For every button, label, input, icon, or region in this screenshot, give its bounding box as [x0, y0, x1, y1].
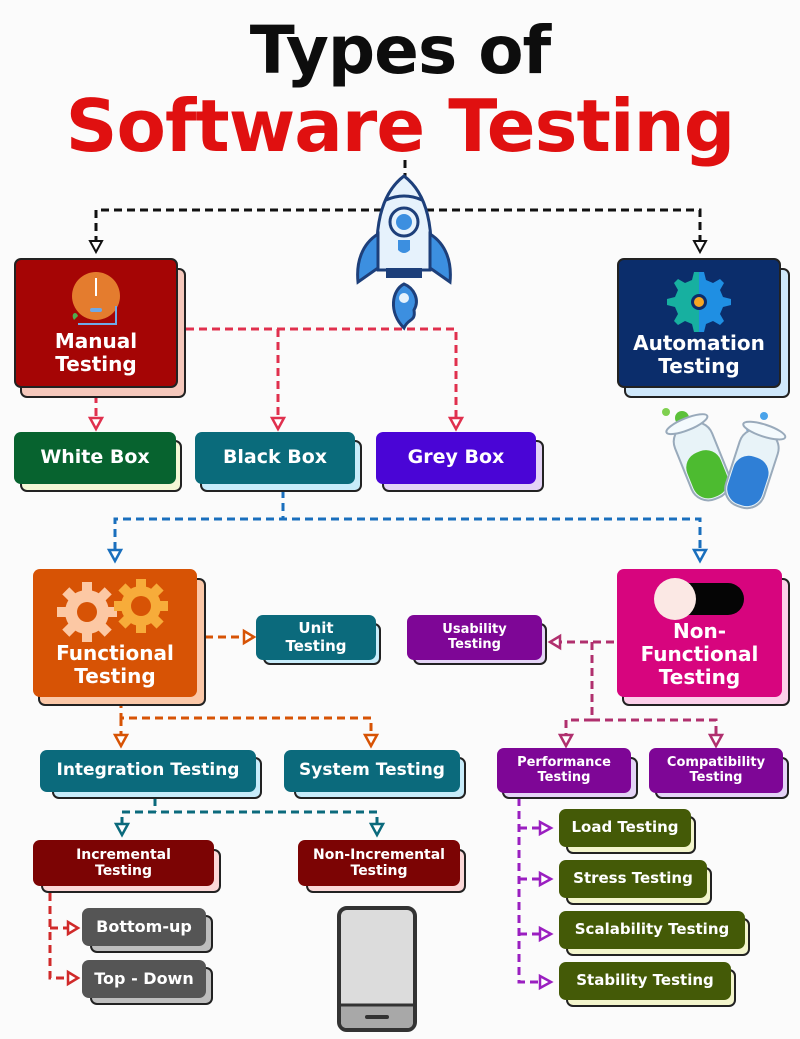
manual-testing-node[interactable]: Manual Testing: [14, 258, 178, 388]
system-label: System Testing: [299, 760, 445, 781]
grey-box-node[interactable]: Grey Box: [376, 432, 536, 484]
stability-testing-node[interactable]: Stability Testing: [559, 962, 731, 1000]
arrow-to-manual: [88, 240, 104, 255]
arrow-to-automation: [692, 240, 708, 255]
title-line-1: Types of: [249, 12, 552, 89]
incremental-testing-node[interactable]: Incremental Testing: [33, 840, 214, 886]
non-functional-line-3: Testing: [658, 664, 741, 689]
load-label: Load Testing: [571, 818, 679, 837]
performance-line-2: Testing: [537, 769, 591, 785]
gears-icon: [57, 579, 168, 642]
automation-testing-node[interactable]: Automation Testing: [617, 258, 781, 388]
title-line-2: Software Testing: [65, 84, 736, 168]
phone-icon: [337, 906, 417, 1032]
compatibility-testing-node[interactable]: Compatibility Testing: [649, 748, 783, 793]
black-box-node[interactable]: Black Box: [195, 432, 355, 484]
top-down-node[interactable]: Top - Down: [82, 960, 206, 998]
functional-line-1: Functional: [56, 641, 174, 665]
white-box-node[interactable]: White Box: [14, 432, 176, 484]
performance-testing-node[interactable]: Performance Testing: [497, 748, 631, 793]
clock-icon: [72, 272, 120, 325]
automation-line-2: Testing: [658, 354, 740, 378]
toggle-icon: [653, 577, 744, 620]
incremental-line-2: Testing: [95, 863, 152, 879]
integration-label: Integration Testing: [56, 760, 240, 781]
non-functional-testing-node[interactable]: Non- Functional Testing: [617, 569, 782, 697]
functional-testing-node[interactable]: Functional Testing: [33, 569, 197, 697]
load-testing-node[interactable]: Load Testing: [559, 809, 691, 847]
rocket-icon: [356, 174, 452, 331]
manual-line-1: Manual: [54, 329, 138, 353]
bottom-up-node[interactable]: Bottom-up: [82, 908, 206, 946]
bottom-up-label: Bottom-up: [96, 916, 192, 936]
usability-line-1: Usability: [442, 621, 507, 637]
scalability-label: Scalability Testing: [574, 920, 730, 939]
stability-label: Stability Testing: [576, 971, 714, 990]
non-functional-line-1: Non-: [672, 618, 727, 643]
manual-line-2: Testing: [55, 352, 137, 376]
non-incremental-testing-node[interactable]: Non-Incremental Testing: [298, 840, 460, 886]
usability-line-2: Testing: [448, 636, 501, 652]
automation-line-1: Automation: [633, 331, 765, 355]
functional-line-2: Testing: [74, 664, 156, 688]
stress-label: Stress Testing: [573, 869, 693, 888]
performance-line-1: Performance: [517, 754, 611, 770]
black-box-label: Black Box: [222, 446, 328, 469]
stress-testing-node[interactable]: Stress Testing: [559, 860, 707, 898]
non-functional-line-2: Functional: [640, 641, 759, 666]
compatibility-line-1: Compatibility: [666, 754, 766, 770]
non-incremental-line-2: Testing: [350, 863, 408, 879]
system-testing-node[interactable]: System Testing: [284, 750, 460, 792]
non-incremental-line-1: Non-Incremental: [313, 846, 445, 863]
incremental-line-1: Incremental: [76, 846, 171, 863]
integration-testing-node[interactable]: Integration Testing: [40, 750, 256, 792]
gear-icon: [667, 272, 731, 332]
unit-line-2: Testing: [285, 636, 347, 655]
scalability-testing-node[interactable]: Scalability Testing: [559, 911, 745, 949]
unit-testing-node[interactable]: Unit Testing: [256, 615, 376, 660]
usability-testing-node[interactable]: Usability Testing: [407, 615, 542, 660]
unit-line-1: Unit: [298, 619, 334, 638]
white-box-label: White Box: [40, 446, 150, 469]
compatibility-line-2: Testing: [689, 769, 743, 785]
test-tubes-icon: [662, 408, 787, 510]
top-down-label: Top - Down: [94, 968, 194, 988]
grey-box-label: Grey Box: [407, 446, 505, 469]
